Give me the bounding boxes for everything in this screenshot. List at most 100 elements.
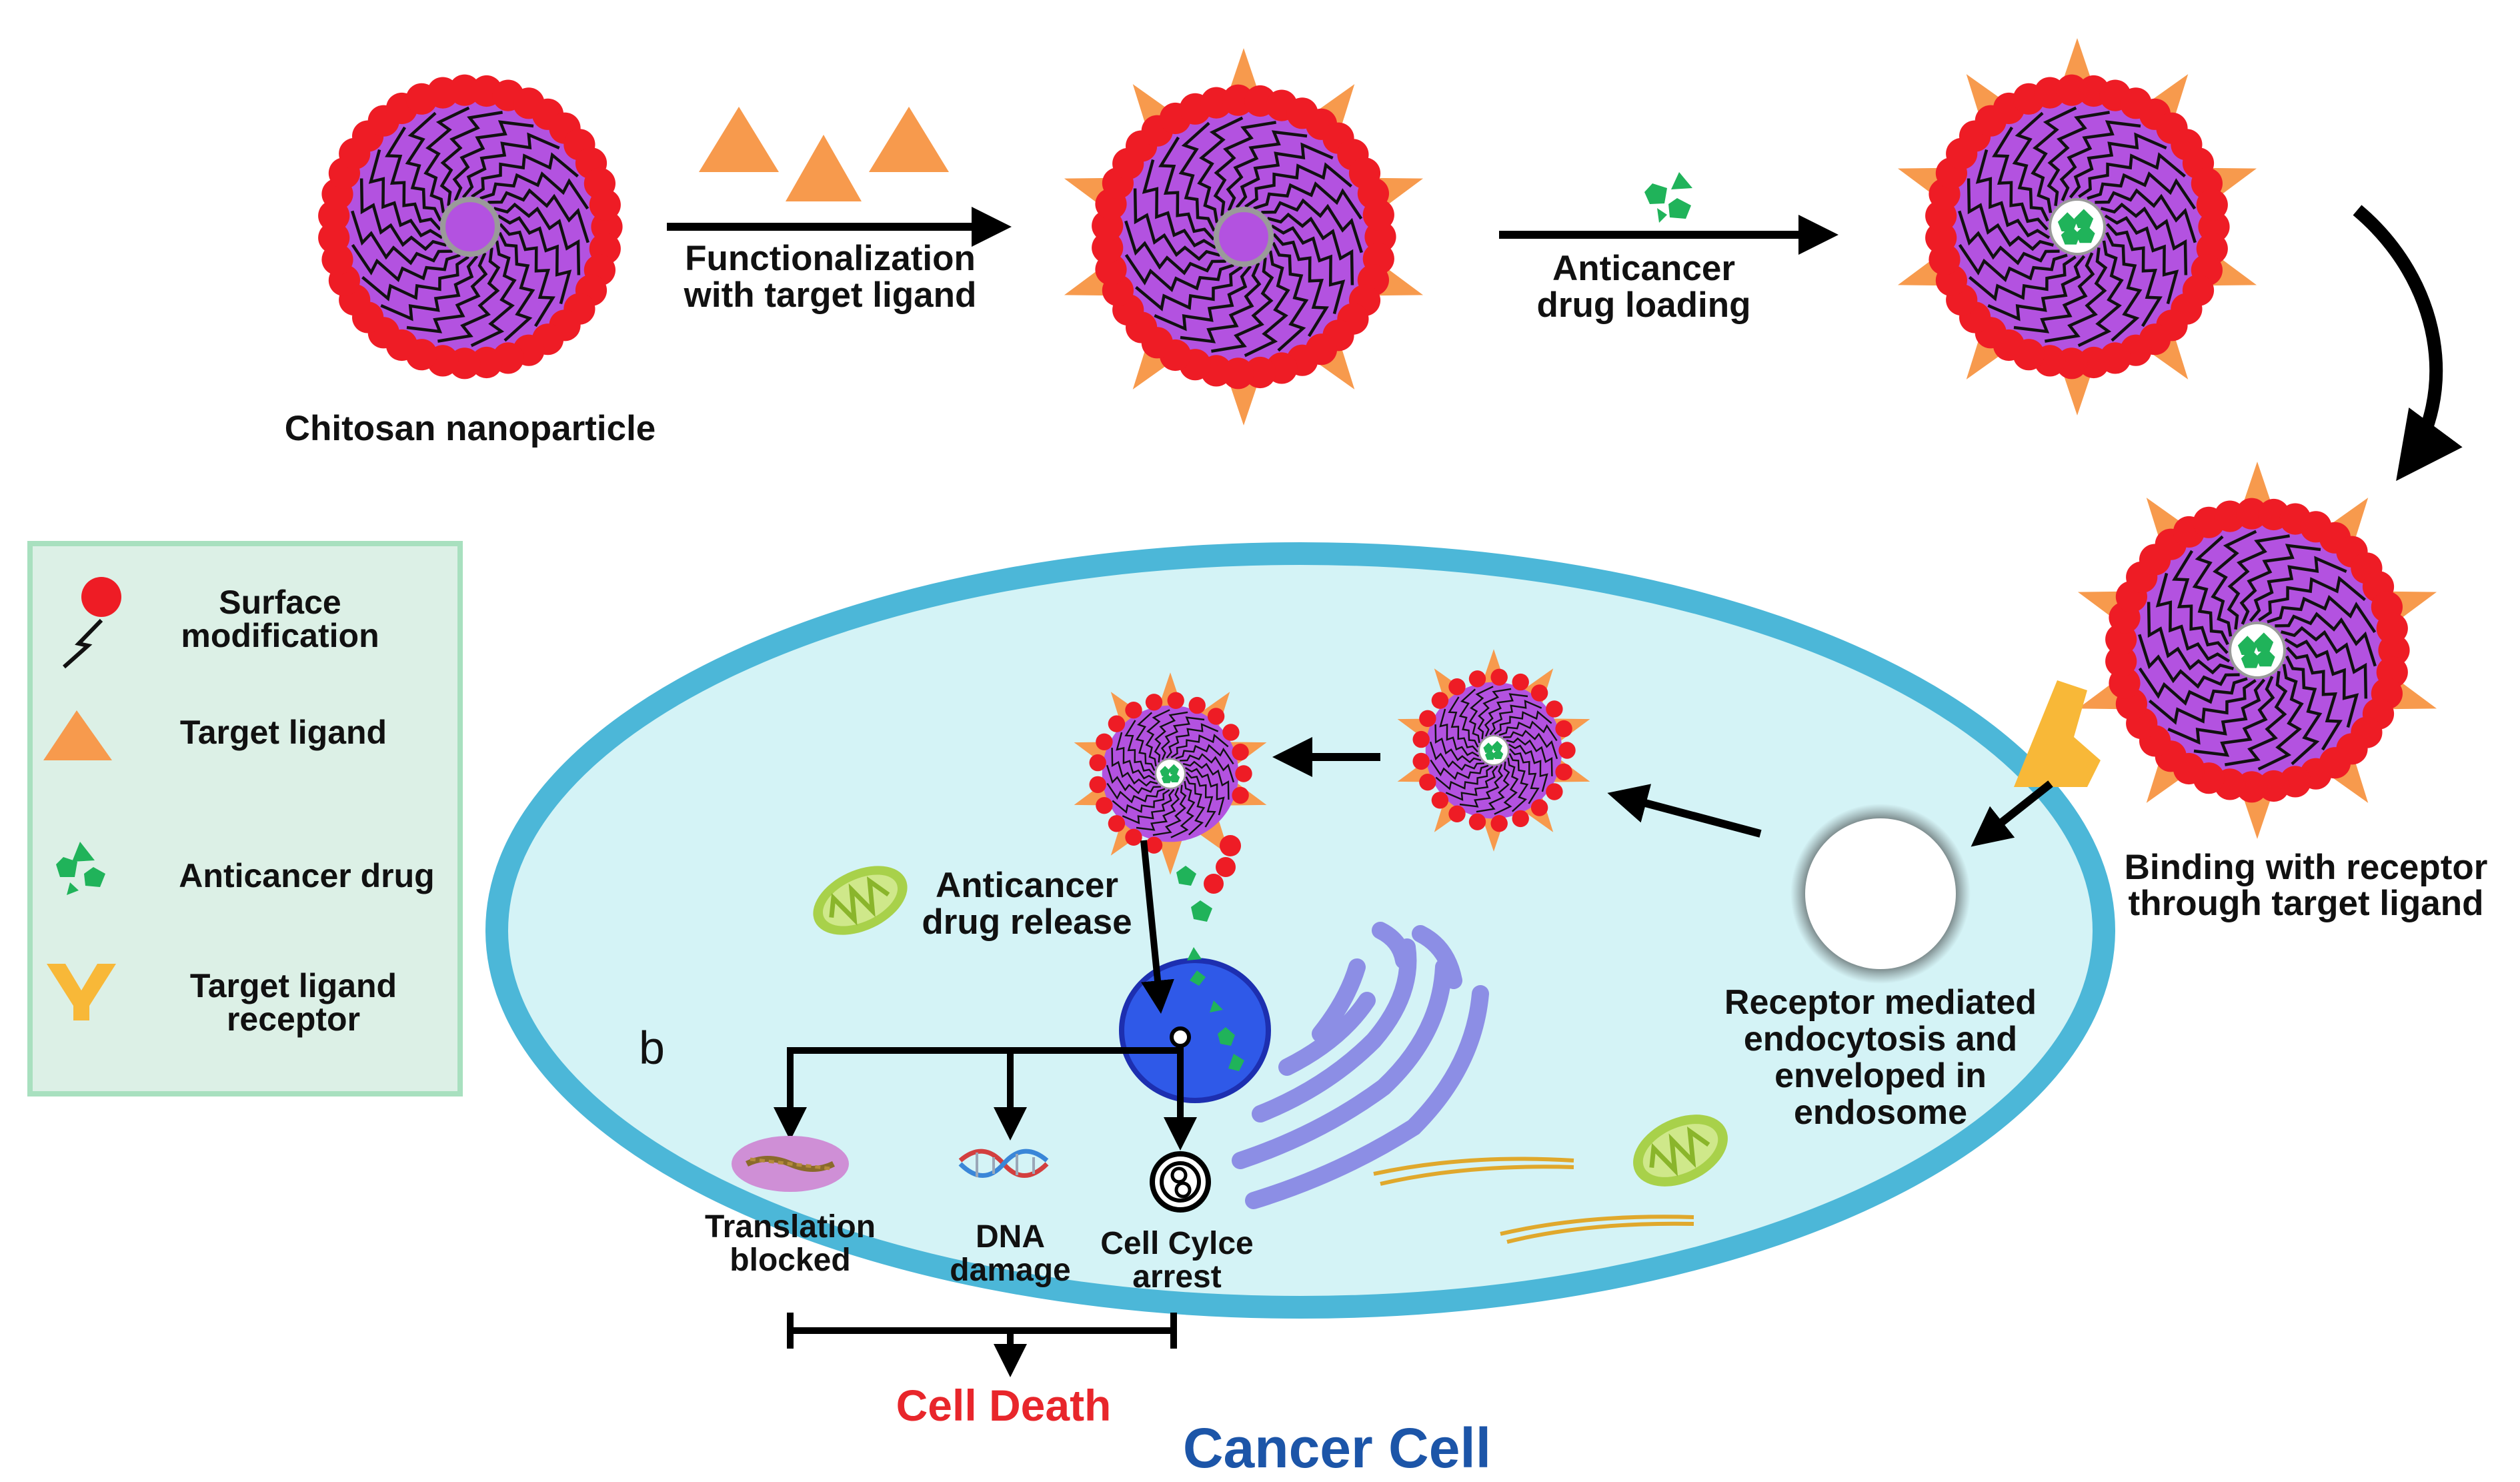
polymer-chain bbox=[1270, 224, 1346, 315]
drug-loading-label-line2: drug loading bbox=[1537, 285, 1751, 325]
surface-bead bbox=[1558, 742, 1576, 759]
drug-loaded-nanoparticle bbox=[1897, 38, 2257, 416]
polymer-chain bbox=[368, 149, 443, 239]
polymer-chain bbox=[1272, 233, 1329, 337]
drug-molecule bbox=[2057, 212, 2077, 231]
surface-bead bbox=[1546, 700, 1563, 718]
polymer-chain bbox=[1175, 744, 1234, 765]
polymer-chain bbox=[1272, 241, 1309, 352]
polymer-chain bbox=[1445, 765, 1498, 801]
binding-label-line2: through target ligand bbox=[2129, 884, 2484, 923]
drug-molecule bbox=[2241, 648, 2261, 668]
drug-molecule bbox=[1492, 748, 1504, 759]
nucleus-branch-point bbox=[1170, 1026, 1191, 1048]
polymer-chain bbox=[1170, 734, 1229, 758]
surface-bead bbox=[1512, 810, 1529, 828]
polymer-chain bbox=[2257, 664, 2304, 771]
polymer-chain bbox=[405, 111, 442, 222]
surface-bead bbox=[1089, 754, 1106, 772]
polymer-chain bbox=[1975, 149, 2051, 239]
surface-bead bbox=[2105, 645, 2137, 678]
drug-molecule bbox=[2237, 636, 2257, 655]
endosome bbox=[1805, 818, 1956, 969]
drug-core bbox=[1478, 734, 1510, 766]
surface-bead bbox=[1145, 694, 1163, 711]
polymer-chain bbox=[493, 202, 581, 275]
polymer-chain bbox=[1112, 789, 1170, 814]
polymer-chain bbox=[2155, 572, 2231, 663]
surface-bead bbox=[2056, 74, 2088, 106]
polymer-chain bbox=[471, 152, 579, 198]
polymer-chain bbox=[499, 223, 555, 327]
polymer-chain bbox=[2105, 231, 2143, 342]
surface-bead bbox=[1448, 678, 1466, 696]
polymer-chain bbox=[2285, 655, 2323, 766]
surface-bead bbox=[2078, 346, 2110, 379]
drug-molecule bbox=[2074, 209, 2094, 229]
polymer-chain bbox=[2059, 120, 2141, 201]
polymer-chain bbox=[1135, 712, 1156, 771]
surface-bead bbox=[2258, 770, 2290, 802]
polymer-chain bbox=[1180, 262, 1262, 343]
polymer-chain bbox=[2147, 602, 2234, 675]
polymer-chain bbox=[1170, 781, 1196, 838]
surface-bead bbox=[1546, 783, 1563, 800]
polymer-chain bbox=[1506, 737, 1553, 776]
drug-molecule bbox=[1168, 764, 1179, 775]
surface-bead bbox=[1222, 84, 1254, 116]
polymer-chain bbox=[1508, 744, 1548, 792]
surface-bead bbox=[1188, 696, 1206, 714]
dna-damage-icon bbox=[958, 1149, 1049, 1178]
polymer-chain bbox=[1253, 181, 1363, 220]
polymer-chain bbox=[1498, 720, 1558, 742]
polymer-chain bbox=[351, 210, 453, 265]
legend-box bbox=[27, 541, 463, 1096]
surface-bead bbox=[1232, 743, 1249, 761]
ligand-spike bbox=[1156, 834, 1184, 875]
polymer-chain bbox=[1435, 766, 1494, 790]
polymer-chain bbox=[1166, 723, 1219, 759]
drug-core bbox=[1154, 758, 1186, 790]
functionalization-label-line2: with target ligand bbox=[684, 275, 977, 315]
polymer-chain bbox=[406, 252, 488, 333]
surface-bead bbox=[1207, 708, 1225, 725]
polymer-chain bbox=[1180, 753, 1235, 783]
binding-label-line1: Binding with receptor bbox=[2125, 848, 2488, 887]
polymer-chain bbox=[439, 111, 503, 206]
endocytosis-label-line3: enveloped in bbox=[1774, 1056, 1987, 1095]
polymer-chain bbox=[1235, 142, 1334, 209]
polymer-chain bbox=[2031, 106, 2077, 213]
receptor-bound-nanoparticle bbox=[2077, 462, 2437, 839]
drug-loading-label-line1: Anticancer bbox=[1552, 249, 1735, 288]
polymer-chain bbox=[1152, 784, 1187, 836]
polymer-chain bbox=[1226, 130, 1308, 211]
nanoparticle-layer bbox=[318, 38, 2437, 970]
polymer-chain bbox=[2227, 534, 2290, 630]
cytoskeleton-fibers bbox=[1373, 1157, 1694, 1244]
polymer-chain bbox=[1503, 730, 1558, 760]
cell-cycle-label-line1: Cell Cylce bbox=[1100, 1226, 1253, 1261]
polymer-chain bbox=[2104, 214, 2179, 305]
polymer-chain bbox=[1160, 716, 1205, 760]
surface-bead bbox=[1222, 724, 1240, 741]
anticancer-drug-free bbox=[1644, 172, 1692, 223]
polymer-chain bbox=[2138, 634, 2240, 689]
receptor-to-endosome-arrow bbox=[1971, 780, 2053, 847]
polymer-chain bbox=[2249, 556, 2347, 622]
polymer-chain bbox=[2284, 638, 2359, 728]
mitochondrion-right bbox=[1633, 1115, 1728, 1187]
drug-molecule bbox=[1483, 742, 1494, 753]
surface-bead bbox=[1412, 752, 1430, 770]
surface-bead bbox=[1925, 221, 1957, 254]
polymer-chain bbox=[2077, 240, 2124, 347]
translation-label-line2: blocked bbox=[730, 1243, 850, 1278]
functionalization-label-line1: Functionalization bbox=[685, 239, 976, 278]
polymer-chain bbox=[1136, 787, 1180, 831]
free-target-ligands bbox=[699, 107, 949, 201]
surface-bead bbox=[1530, 684, 1548, 702]
polymer-chain bbox=[1458, 688, 1479, 748]
empty-core bbox=[1213, 206, 1274, 267]
surface-modification-icon bbox=[63, 577, 121, 669]
drug-molecule bbox=[1160, 766, 1170, 776]
endocytosis-label-line2: endocytosis and bbox=[1744, 1020, 2017, 1058]
